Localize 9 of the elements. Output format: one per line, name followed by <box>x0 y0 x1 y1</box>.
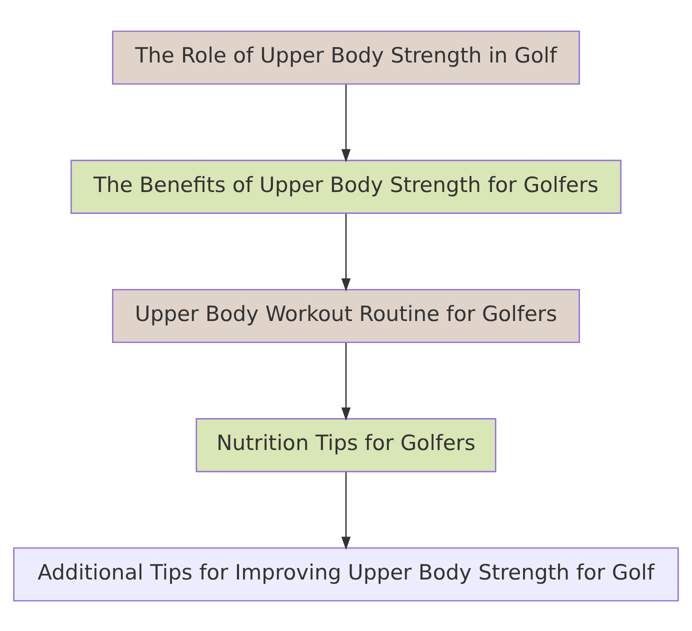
arrow <box>341 84 351 162</box>
node-box: Nutrition Tips for Golfers <box>196 418 496 472</box>
node-box: The Benefits of Upper Body Strength for Golfers <box>70 159 622 214</box>
arrow <box>341 342 351 420</box>
node-box: Additional Tips for Improving Upper Body Strength for Golf <box>13 546 679 601</box>
node-box: The Role of Upper Body Strength in Golf <box>112 30 580 84</box>
arrow <box>341 213 351 292</box>
node-box: Upper Body Workout Routine for Golfers <box>112 288 580 343</box>
arrow <box>341 472 351 550</box>
